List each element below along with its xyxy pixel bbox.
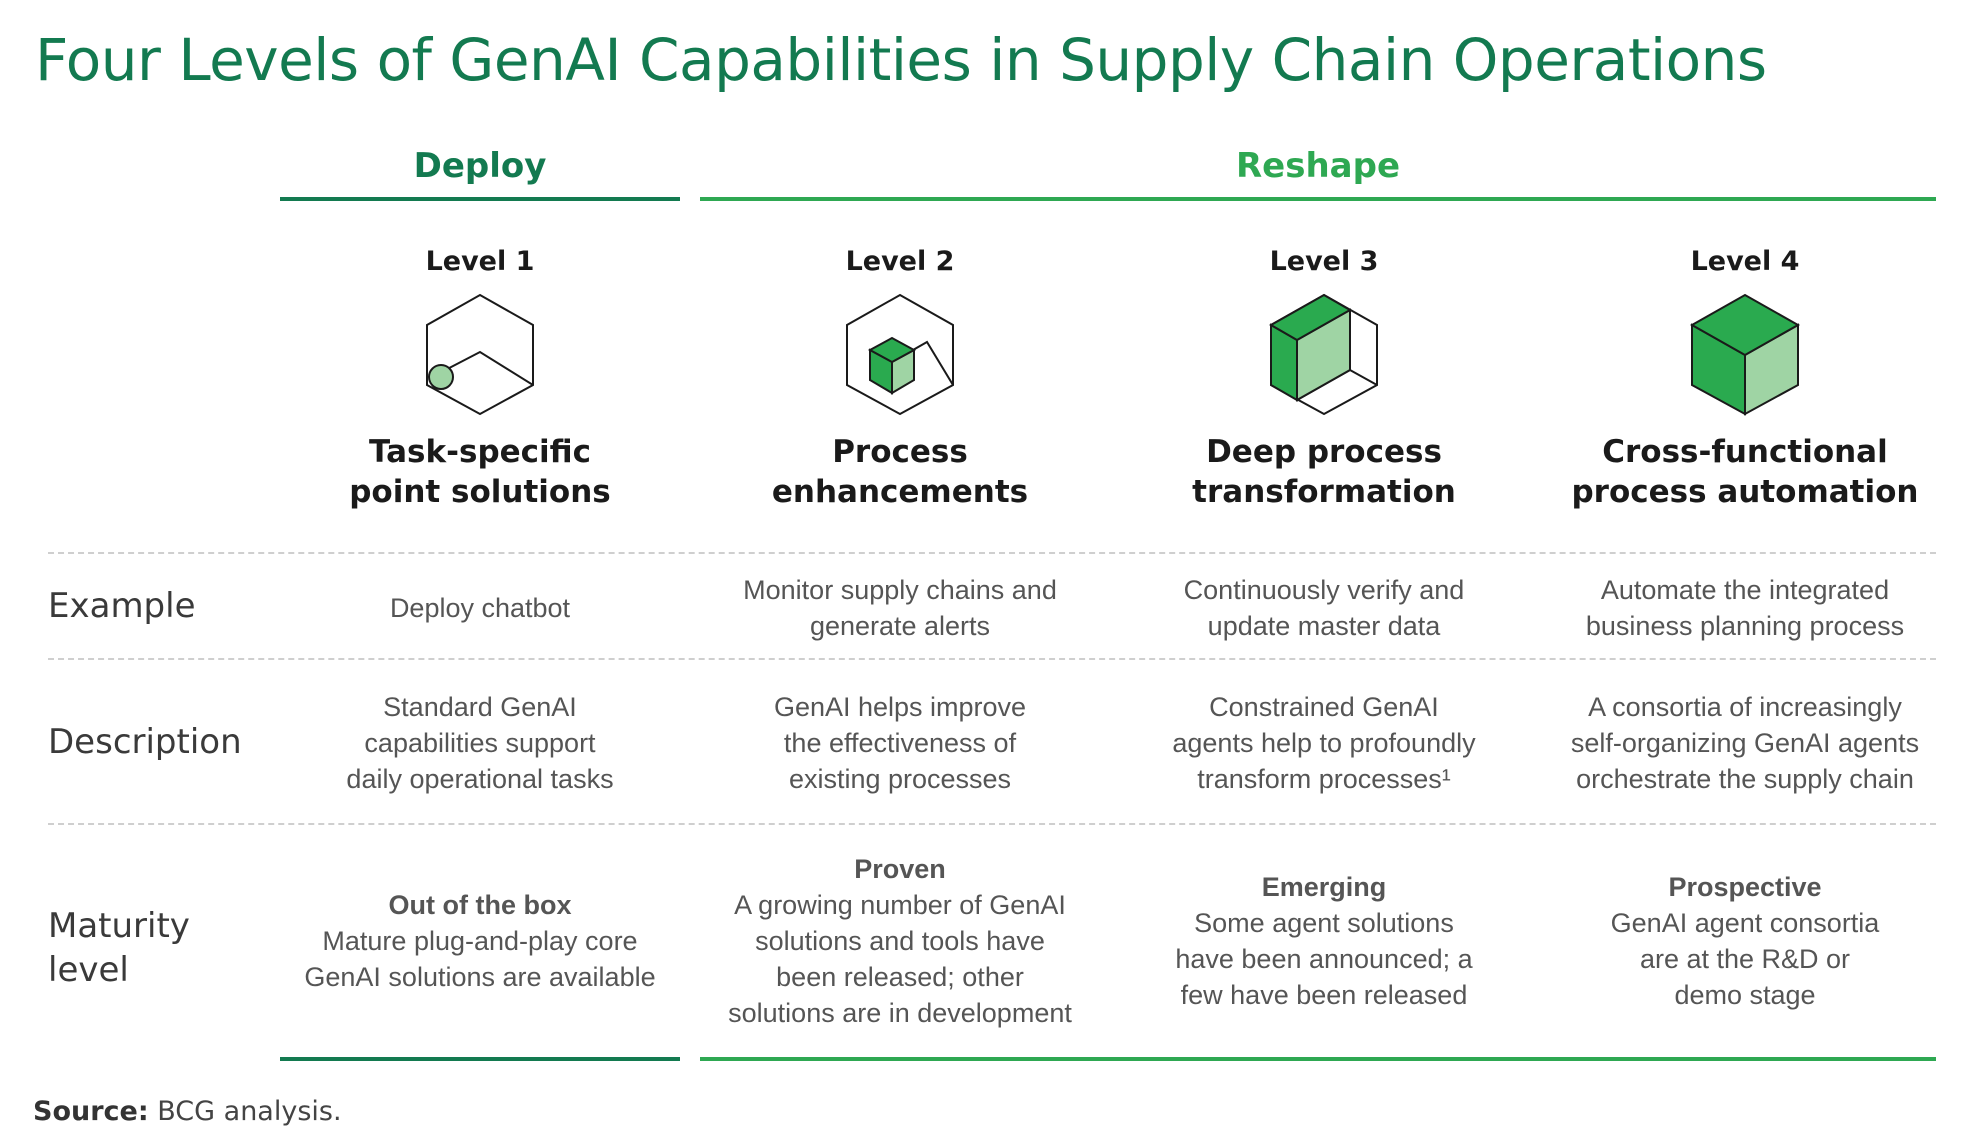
page-title: Four Levels of GenAI Capabilities in Sup… [35, 26, 1767, 94]
deploy-top-rule [280, 197, 680, 201]
row-label-description: Description [48, 722, 242, 762]
description-cell-level-3: Constrained GenAI agents help to profoun… [1172, 692, 1476, 794]
maturity-cell-level-2: Proven A growing number of GenAI solutio… [700, 826, 1100, 1056]
example-cell-level-4: Automate the integrated business plannin… [1585, 575, 1905, 641]
maturity-cell-level-4: Prospective GenAI agent consortia are at… [1540, 826, 1950, 1056]
level-4-name: Cross-functional process automation [1571, 434, 1919, 510]
example-cell-level-3: Continuously verify and update master da… [1183, 575, 1465, 641]
level-3-name: Deep process transformation [1192, 434, 1456, 510]
maturity-title: Proven [854, 854, 946, 884]
maturity-cell-level-1: Out of the box Mature plug-and-play core… [280, 826, 680, 1056]
level-2-label: Level 2 [845, 246, 955, 277]
description-cell-level-2: GenAI helps improve the effectiveness of… [773, 692, 1027, 794]
phase-reshape-label: Reshape [1235, 146, 1401, 186]
level-1-name: Task-specific point solutions [349, 434, 611, 510]
row-divider [48, 823, 1936, 825]
level-3-label: Level 3 [1269, 246, 1379, 277]
level-1-label: Level 1 [425, 246, 535, 277]
level-2-name: Process enhancements [771, 434, 1029, 510]
row-divider [48, 552, 1936, 554]
example-cell-level-1: Deploy chatbot [389, 593, 571, 623]
deploy-bottom-rule [280, 1057, 680, 1061]
hexagon-cube-large-icon [1124, 292, 1524, 421]
maturity-title: Prospective [1668, 872, 1822, 902]
row-label-maturity: Maturity level [48, 906, 190, 990]
level-4-label: Level 4 [1690, 246, 1800, 277]
row-divider [48, 658, 1936, 660]
maturity-title: Out of the box [388, 890, 572, 920]
source-note: Source: BCG analysis. [33, 1096, 342, 1127]
maturity-title: Emerging [1261, 872, 1387, 902]
phase-deploy-label: Deploy [413, 146, 547, 186]
reshape-top-rule [700, 197, 1936, 201]
row-label-example: Example [48, 586, 196, 626]
solid-cube-icon [1540, 292, 1950, 421]
hexagon-cube-dot-icon [280, 292, 680, 421]
description-cell-level-1: Standard GenAI capabilities support dail… [346, 692, 614, 794]
description-cell-level-4: A consortia of increasingly self-organiz… [1570, 692, 1920, 794]
maturity-cell-level-3: Emerging Some agent solutions have been … [1124, 826, 1524, 1056]
reshape-bottom-rule [700, 1057, 1936, 1061]
example-cell-level-2: Monitor supply chains and generate alert… [743, 575, 1057, 641]
hexagon-cube-small-icon [700, 292, 1100, 421]
